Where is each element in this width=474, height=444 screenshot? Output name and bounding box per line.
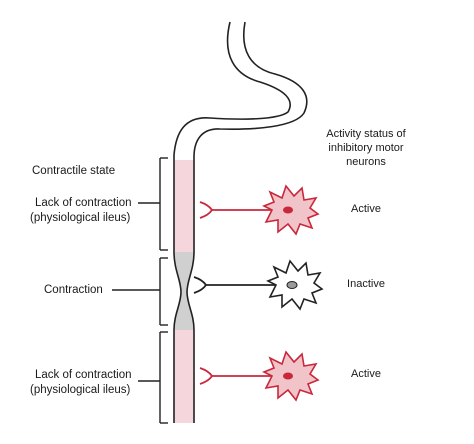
- nucleus-middle: [286, 281, 298, 289]
- tube-segment-contracted: [174, 252, 194, 330]
- status-middle: Inactive: [347, 278, 385, 290]
- bracket-middle: [112, 257, 168, 326]
- axon-middle: [193, 276, 276, 294]
- neuron-bottom-active: [262, 350, 320, 402]
- neuron-top-active: [262, 184, 320, 236]
- segment-bottom-label-line2: (physiological ileus): [30, 384, 131, 396]
- bracket-bottom: [138, 331, 168, 424]
- bracket-top: [138, 157, 168, 251]
- tube-left-wall: [173, 160, 182, 423]
- tube-right-wall: [186, 160, 195, 423]
- contractile-state-heading: Contractile state: [32, 165, 115, 177]
- segment-top-label-line1: Lack of contraction: [35, 197, 132, 209]
- nucleus-bottom: [283, 372, 293, 380]
- activity-heading-line2: inhibitory motor: [328, 142, 404, 154]
- axon-bottom: [199, 367, 272, 385]
- activity-heading-line3: neurons: [346, 156, 386, 168]
- status-bottom: Active: [351, 368, 381, 380]
- tube-segment-relaxed-top: [174, 160, 194, 252]
- tube-segment-relaxed-bottom: [174, 330, 194, 423]
- segment-top-label-line2: (physiological ileus): [30, 212, 131, 224]
- nucleus-top: [283, 206, 293, 214]
- segment-middle-label: Contraction: [44, 284, 103, 296]
- status-top: Active: [351, 203, 381, 215]
- segment-bottom-label-line1: Lack of contraction: [35, 369, 132, 381]
- stomach-outline: [173, 21, 291, 160]
- stomach-inner-outline: [193, 21, 308, 160]
- activity-heading-line1: Activity status of: [326, 128, 406, 140]
- axon-top: [199, 201, 272, 219]
- neuron-middle-inactive: [266, 259, 324, 311]
